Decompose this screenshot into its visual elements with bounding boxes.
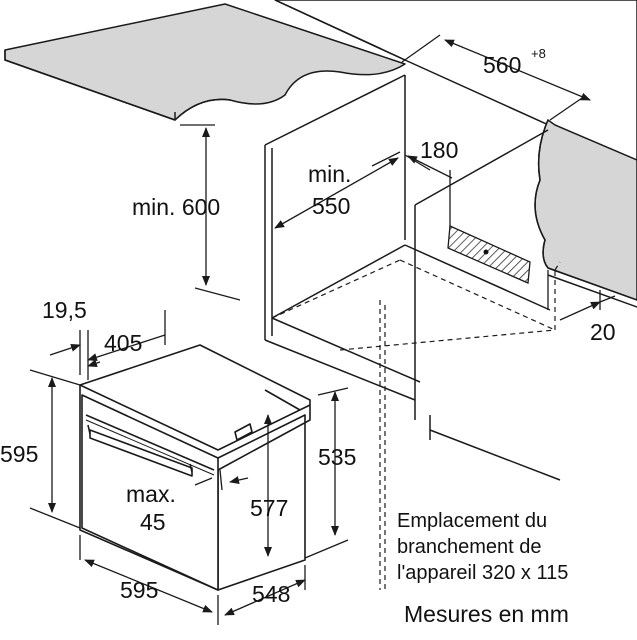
units-note: Mesures en mm [404,601,569,627]
label-535: 535 [318,444,356,470]
label-width-560: 560 [483,52,521,78]
label-max-45-line1: max. [126,481,176,507]
label-577: 577 [250,495,288,521]
label-595-width: 595 [120,577,158,603]
countertop [4,3,406,121]
note-line-1: Emplacement du [397,510,547,532]
label-19-5: 19,5 [42,297,87,323]
label-405: 405 [104,330,142,356]
oven [79,344,311,591]
label-min-550-line1: min. [308,161,351,187]
cabinet-niche [264,74,561,481]
label-548: 548 [252,581,290,607]
dimension-lines [29,34,616,625]
note-line-2: branchement de [397,536,542,558]
hidden-lines [271,259,561,590]
label-min-600: min. 600 [132,194,220,220]
label-595-height: 595 [0,441,38,467]
note-line-3: l'appareil 320 x 115 [397,562,568,584]
label-180: 180 [420,137,458,163]
label-max-45-line2: 45 [140,509,166,535]
connection-area [447,225,531,284]
label-min-550-line2: 550 [312,193,350,219]
label-20: 20 [590,319,616,345]
label-width-560-tolerance: +8 [531,46,546,61]
